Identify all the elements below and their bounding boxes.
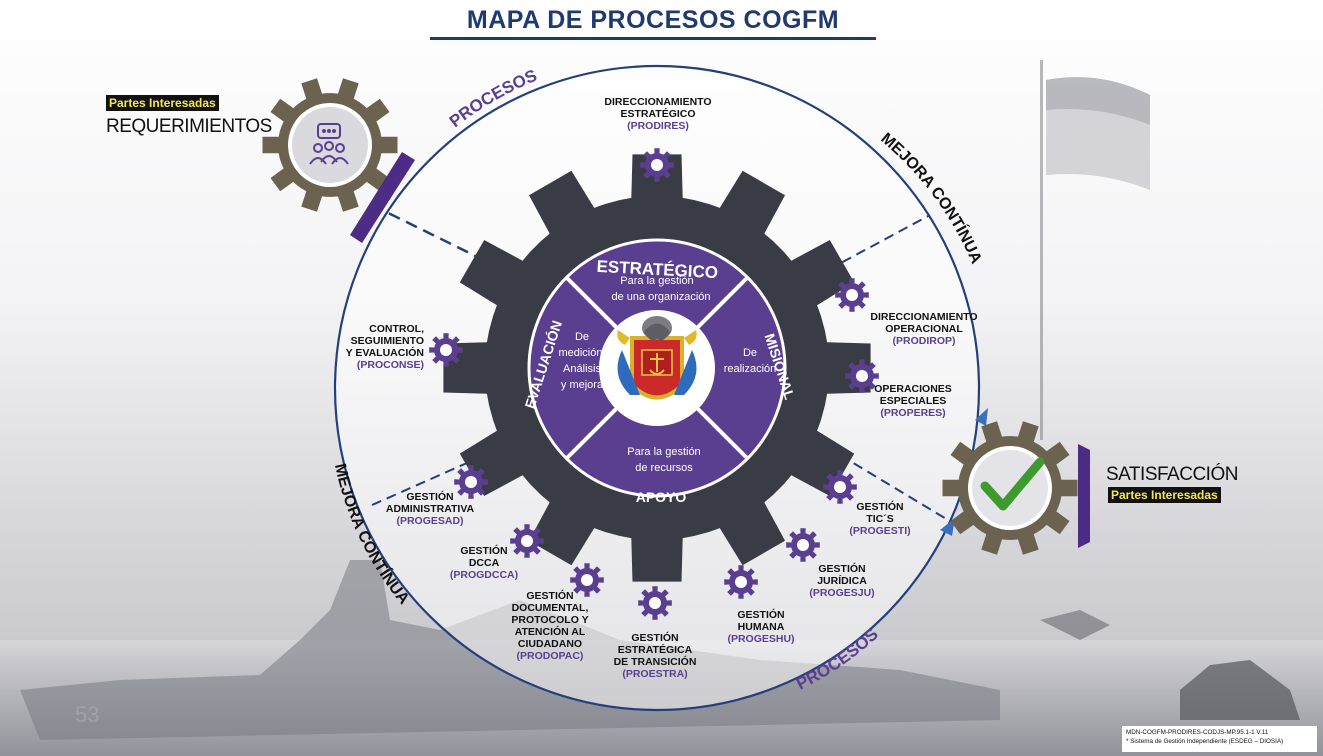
- quadrant-desc-apoyo-line2: de recursos: [635, 462, 693, 474]
- page-title: MAPA DE PROCESOS COGFM: [430, 6, 876, 40]
- input-purple-bar: [350, 152, 415, 243]
- people-icon: [309, 123, 349, 165]
- quadrant-desc-evaluacion-line1: De: [575, 331, 589, 343]
- process-gear-icon-hole: [465, 476, 477, 488]
- quadrant-desc-misional-line1: De: [743, 347, 757, 359]
- satisfaccion-label: SATISFACCIÓN: [1106, 464, 1238, 485]
- document-footer: MDN-COGFM-PRODIRES-CODJS-MP.95.1-1 V.11 …: [1122, 726, 1317, 752]
- quadrant-desc-apoyo-line1: Para la gestión: [627, 446, 700, 458]
- process-gear-icon-hole: [649, 597, 661, 609]
- process-gear-icon-hole: [735, 576, 747, 588]
- process-gear-icon-hole: [651, 159, 663, 171]
- quadrant-desc-estrategico-line2: de una organización: [611, 291, 710, 303]
- footer-note: * Sistema de Gestión Independiente (ESDE…: [1126, 738, 1284, 745]
- process-gear-icon-hole: [521, 535, 533, 547]
- quadrant-desc-evaluacion-line4: y mejora: [561, 379, 604, 391]
- quadrant-title-apoyo: APOYO: [636, 489, 687, 505]
- process-gear-icon-hole: [440, 344, 452, 356]
- input-gear-inner: [292, 107, 368, 183]
- coat-of-arms-emblem: [617, 316, 697, 400]
- output-connector-line-2: [839, 454, 949, 521]
- footer-code: MDN-COGFM-PRODIRES-CODJS-MP.95.1-1 V.11: [1126, 729, 1269, 736]
- quadrant-desc-evaluacion-line2: medición,: [558, 347, 605, 359]
- output-purple-bar: [1078, 444, 1090, 548]
- process-gear-icon-hole: [834, 481, 846, 493]
- arrow-head-icon: [940, 518, 955, 536]
- input-stakeholders-badge: Partes Interesadas: [106, 95, 219, 111]
- process-gear-icon-hole: [581, 574, 593, 586]
- checkmark-icon: [980, 457, 1045, 511]
- requerimientos-label: REQUERIMIENTOS: [106, 116, 272, 137]
- quadrant-desc-misional-line2: realización: [724, 363, 777, 375]
- process-gear-icon-hole: [856, 370, 868, 382]
- arrow-head-icon: [975, 408, 988, 426]
- svg-text:53: 53: [75, 702, 99, 727]
- process-gear-icon-hole: [846, 289, 858, 301]
- output-stakeholders-badge: Partes Interesadas: [1108, 487, 1221, 503]
- quadrant-desc-estrategico-line1: Para la gestión: [620, 275, 693, 287]
- quadrant-desc-evaluacion-line3: Análisis: [563, 363, 601, 375]
- process-gear-icons: [429, 148, 879, 620]
- process-gear-icon-hole: [797, 539, 809, 551]
